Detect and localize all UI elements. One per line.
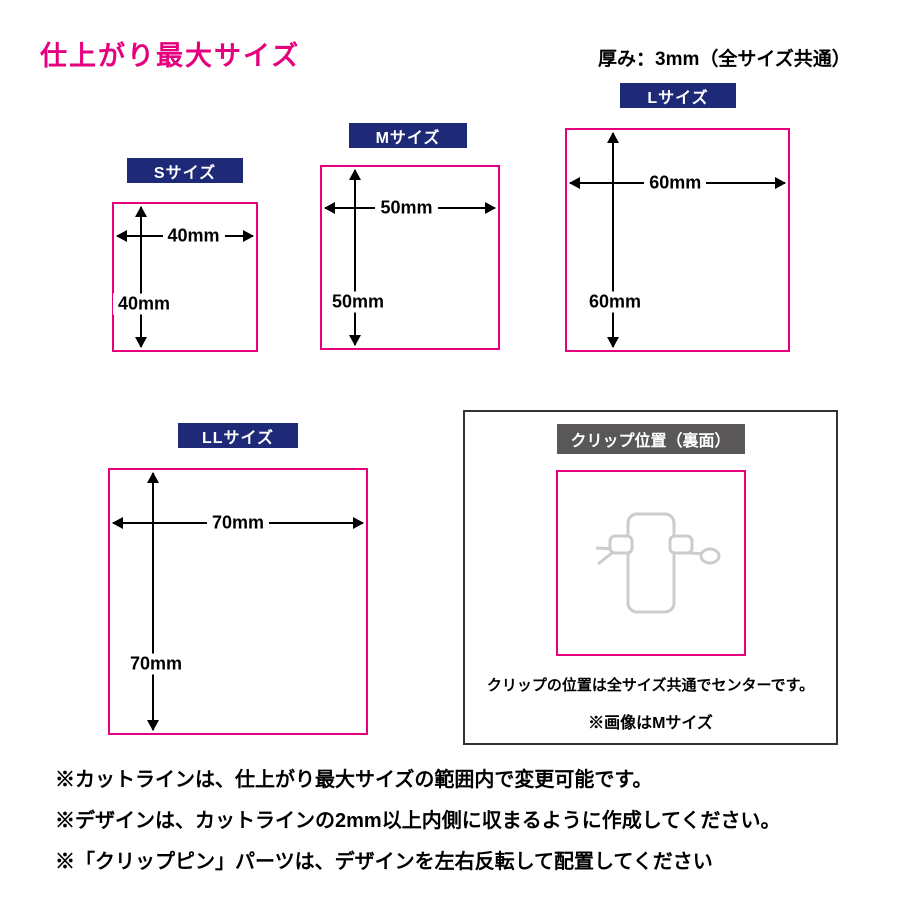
clip-position-panel: クリップ位置（裏面） クリップの位置は全サイズ共通でセンターです。 ※画像はMサ…	[463, 410, 838, 745]
width-dimension-m: 50mm	[375, 197, 438, 219]
size-label-m: Mサイズ	[349, 123, 467, 148]
size-square-s: 40mm 40mm	[112, 202, 258, 352]
width-dimension-l: 60mm	[644, 172, 707, 194]
page-title: 仕上がり最大サイズ	[40, 41, 301, 71]
height-arrow-ll	[152, 473, 154, 730]
size-label-s: Sサイズ	[127, 158, 243, 183]
size-square-l: 60mm 60mm	[565, 128, 790, 352]
clip-pin-illustration	[595, 512, 720, 613]
width-dimension-s: 40mm	[162, 225, 225, 247]
height-dimension-s: 40mm	[112, 293, 176, 315]
height-dimension-l: 60mm	[583, 291, 647, 313]
height-dimension-ll: 70mm	[124, 653, 188, 675]
height-dimension-m: 50mm	[326, 291, 390, 313]
size-square-ll: 70mm 70mm	[108, 468, 368, 735]
height-arrow-s	[140, 207, 142, 347]
height-arrow-l	[612, 133, 614, 347]
height-arrow-m	[354, 170, 356, 345]
footnotes: ※カットラインは、仕上がり最大サイズの範囲内で変更可能です。 ※デザインは、カッ…	[55, 763, 781, 886]
clip-caption: クリップの位置は全サイズ共通でセンターです。	[486, 677, 815, 694]
width-dimension-ll: 70mm	[206, 512, 270, 534]
size-label-l: Lサイズ	[620, 83, 736, 108]
clip-sample-square	[555, 470, 746, 656]
size-square-m: 50mm 50mm	[320, 165, 500, 350]
size-label-ll: LLサイズ	[178, 423, 298, 448]
footnote-clip-pin: ※「クリップピン」パーツは、デザインを左右反転して配置してください	[55, 851, 713, 873]
clip-position-label: クリップ位置（裏面）	[556, 424, 745, 454]
footnote-design-margin: ※デザインは、カットラインの2mm以上内側に収まるように作成してください。	[55, 810, 781, 832]
clip-note: ※画像はMサイズ	[588, 715, 713, 732]
footnote-cutline: ※カットラインは、仕上がり最大サイズの範囲内で変更可能です。	[55, 769, 653, 791]
thickness-note: 厚み：3mm（全サイズ共通）	[598, 49, 851, 70]
